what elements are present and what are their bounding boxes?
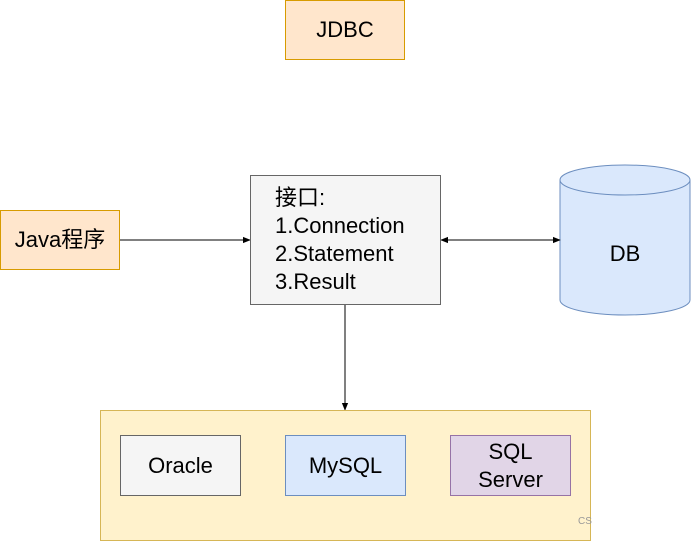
db-cylinder bbox=[559, 164, 691, 316]
interface-item: 3.Result bbox=[275, 269, 356, 294]
sqlserver-label-line2: Server bbox=[478, 466, 543, 492]
sqlserver-label-line1: SQL bbox=[488, 438, 533, 464]
java-program-node: Java程序 bbox=[0, 210, 120, 270]
interface-item: 2.Statement bbox=[275, 241, 394, 266]
db-label: DB bbox=[609, 241, 641, 266]
mysql-label: MySQL bbox=[308, 452, 383, 478]
interface-item: 1.Connection bbox=[275, 213, 405, 238]
jdbc-label: JDBC bbox=[316, 17, 374, 42]
interface-node: 接口: 1.Connection 2.Statement 3.Result bbox=[250, 175, 441, 305]
watermark: CS bbox=[578, 516, 592, 527]
interface-title: 接口: bbox=[275, 185, 326, 210]
sqlserver-node: SQL Server bbox=[450, 435, 571, 496]
oracle-label: Oracle bbox=[148, 452, 213, 478]
jdbc-node: JDBC bbox=[285, 0, 405, 60]
java-program-label: Java程序 bbox=[14, 227, 106, 252]
oracle-node: Oracle bbox=[120, 435, 241, 496]
mysql-node: MySQL bbox=[285, 435, 406, 496]
